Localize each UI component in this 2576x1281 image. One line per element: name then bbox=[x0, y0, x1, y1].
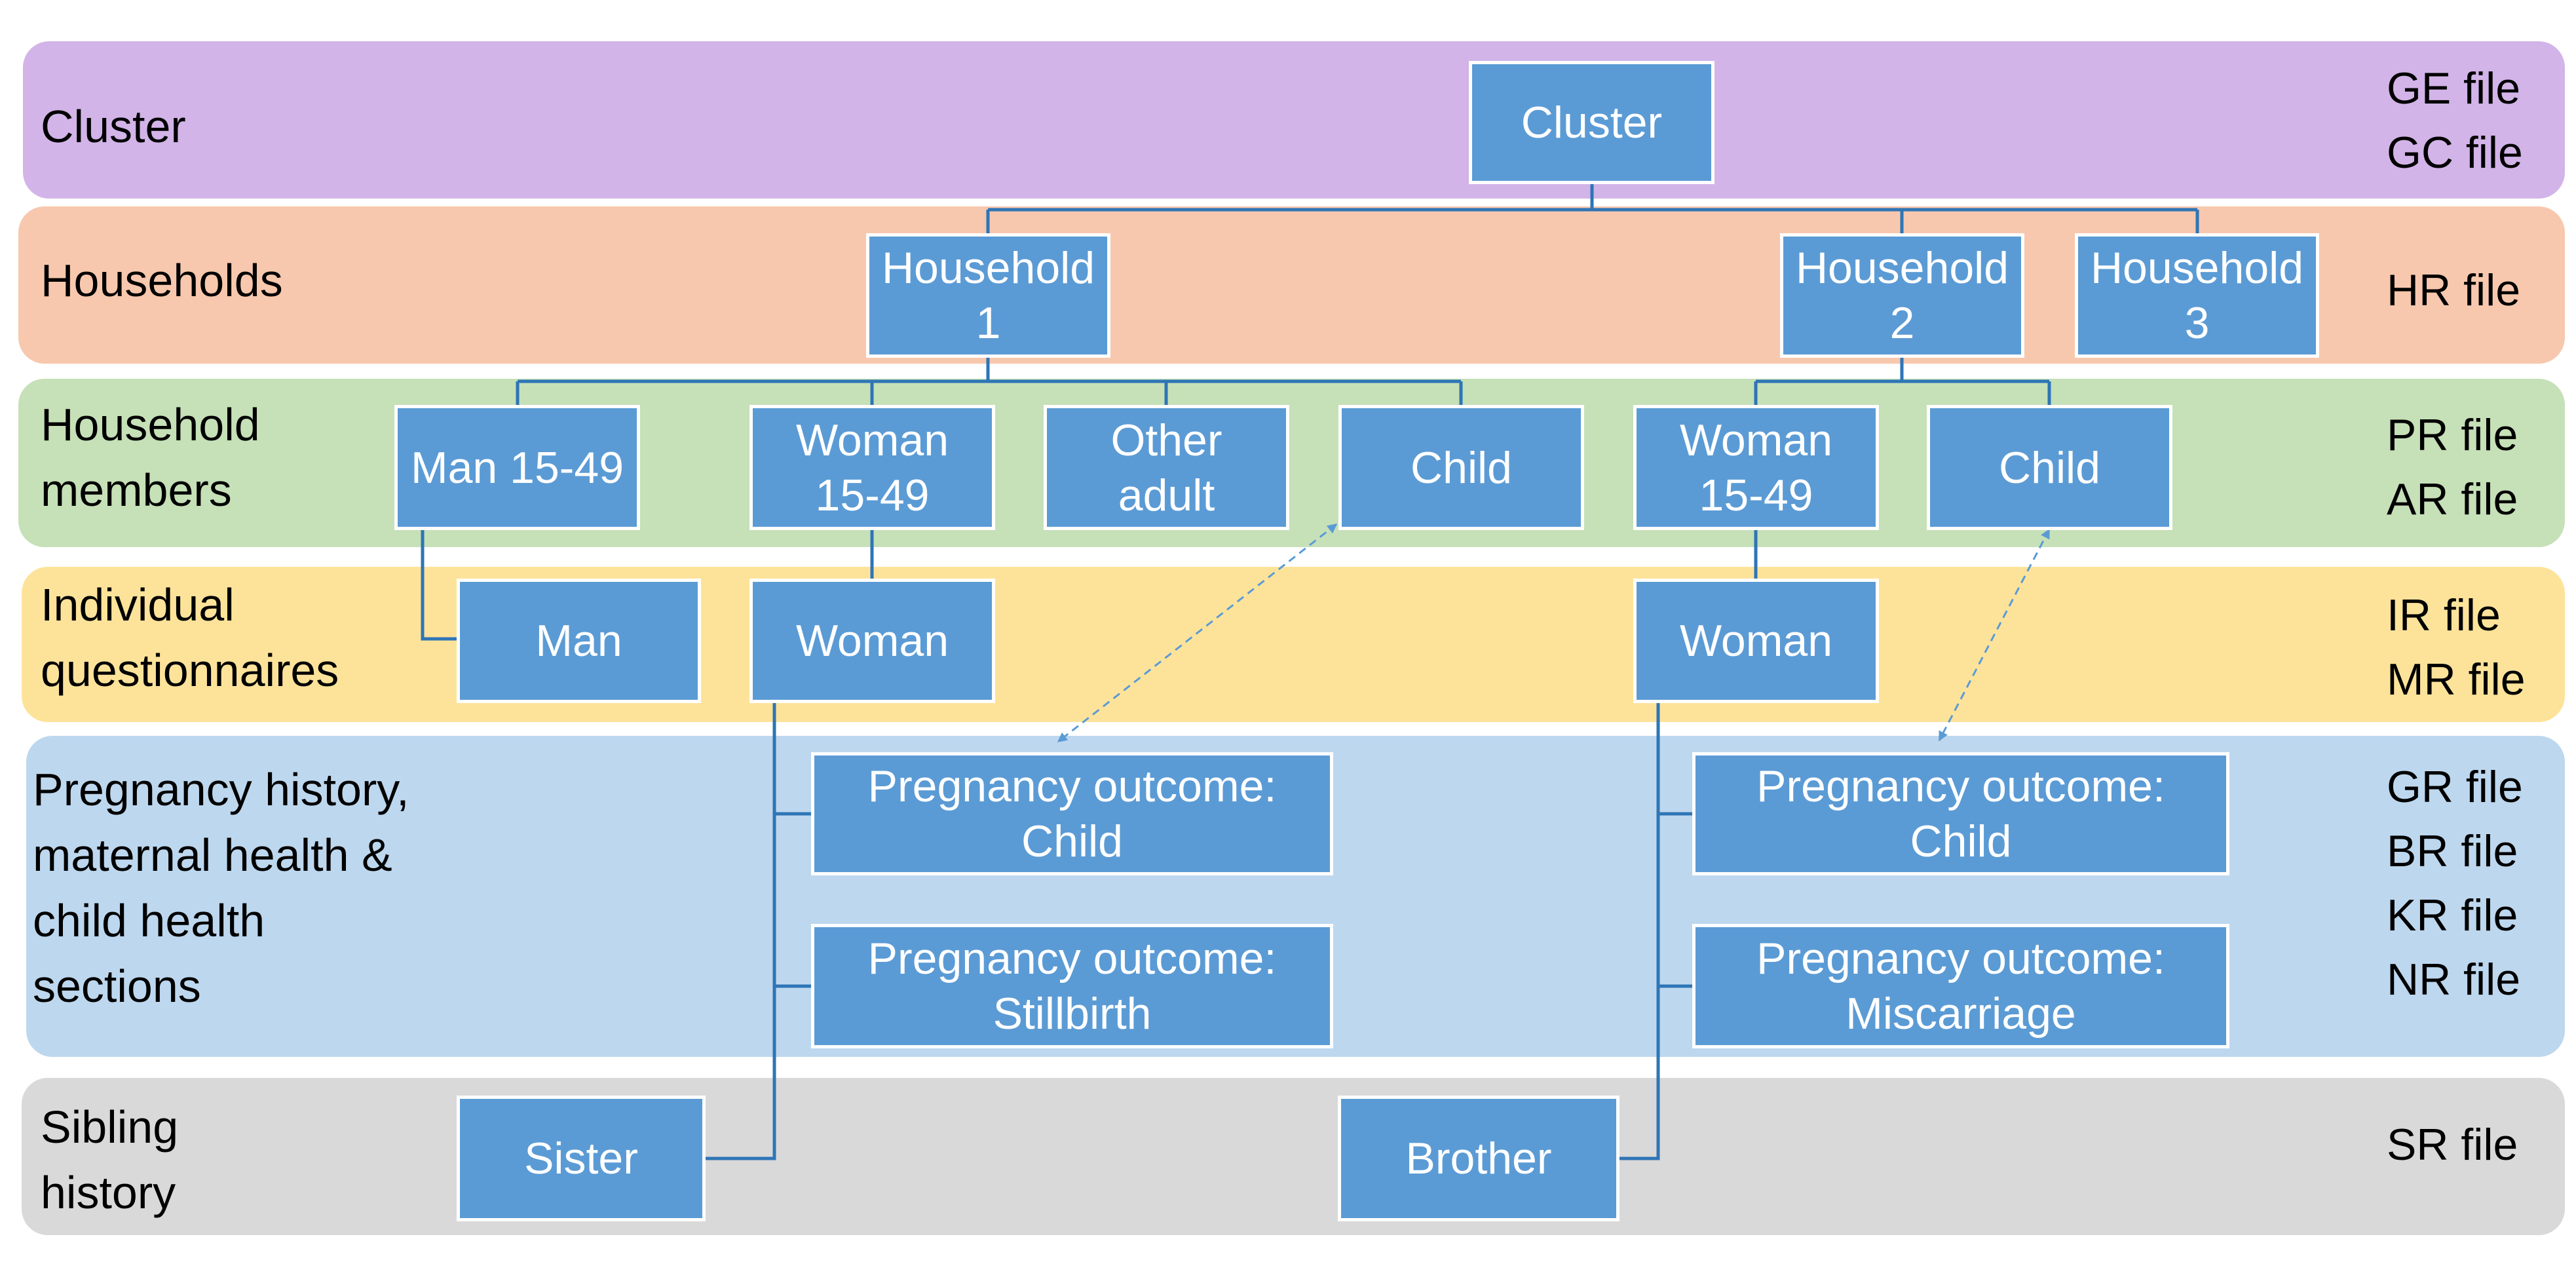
pregnancy-outcome-miscarriage-node: Pregnancy outcome:Miscarriage bbox=[1692, 924, 2229, 1048]
connector-woman-1-trunk bbox=[704, 701, 776, 1160]
brother-node: Brother bbox=[1338, 1096, 1619, 1221]
pregnancy-files-label: GR file BR file KR file NR file bbox=[2387, 762, 2523, 1004]
cluster-node: Cluster bbox=[1469, 61, 1714, 184]
households-band-label: Households bbox=[41, 255, 283, 306]
pregnancy-outcome-stillbirth-node: Pregnancy outcome:Stillbirth bbox=[811, 924, 1333, 1048]
sister-node: Sister bbox=[457, 1096, 706, 1221]
woman-questionnaire-1-node: Woman bbox=[749, 579, 995, 703]
household-members-band-label: Household members bbox=[41, 399, 260, 516]
connector-man-to-questionnaire bbox=[421, 529, 459, 641]
sibling-files-label: SR file bbox=[2387, 1120, 2518, 1170]
members-files-label: PR file AR file bbox=[2387, 410, 2518, 524]
pregnancy-outcome-child-1-node: Pregnancy outcome:Child bbox=[811, 752, 1333, 875]
sibling-history-band bbox=[22, 1078, 2565, 1235]
child-member-1-node: Child bbox=[1338, 405, 1584, 530]
connector-woman-2-trunk bbox=[1618, 701, 1660, 1160]
man-questionnaire-node: Man bbox=[457, 579, 701, 703]
cluster-files-label: GE file GC file bbox=[2387, 64, 2523, 178]
individual-files-label: IR file MR file bbox=[2387, 590, 2526, 704]
pregnancy-outcome-child-2-node: Pregnancy outcome:Child bbox=[1692, 752, 2229, 875]
cluster-band-label: Cluster bbox=[41, 101, 186, 152]
households-files-label: HR file bbox=[2387, 265, 2521, 315]
man-15-49-member-node: Man 15-49 bbox=[394, 405, 640, 530]
individual-questionnaires-band-label: Individual questionnaires bbox=[41, 579, 339, 696]
link-child-2-to-outcome bbox=[1938, 528, 2051, 742]
child-member-2-node: Child bbox=[1927, 405, 2172, 530]
sibling-history-band-label: Sibling history bbox=[41, 1101, 179, 1218]
woman-questionnaire-2-node: Woman bbox=[1633, 579, 1879, 703]
pregnancy-history-band-label: Pregnancy history, maternal health & chi… bbox=[33, 764, 409, 1012]
link-child-1-to-outcome bbox=[1057, 523, 1338, 743]
cluster-band bbox=[23, 41, 2565, 199]
